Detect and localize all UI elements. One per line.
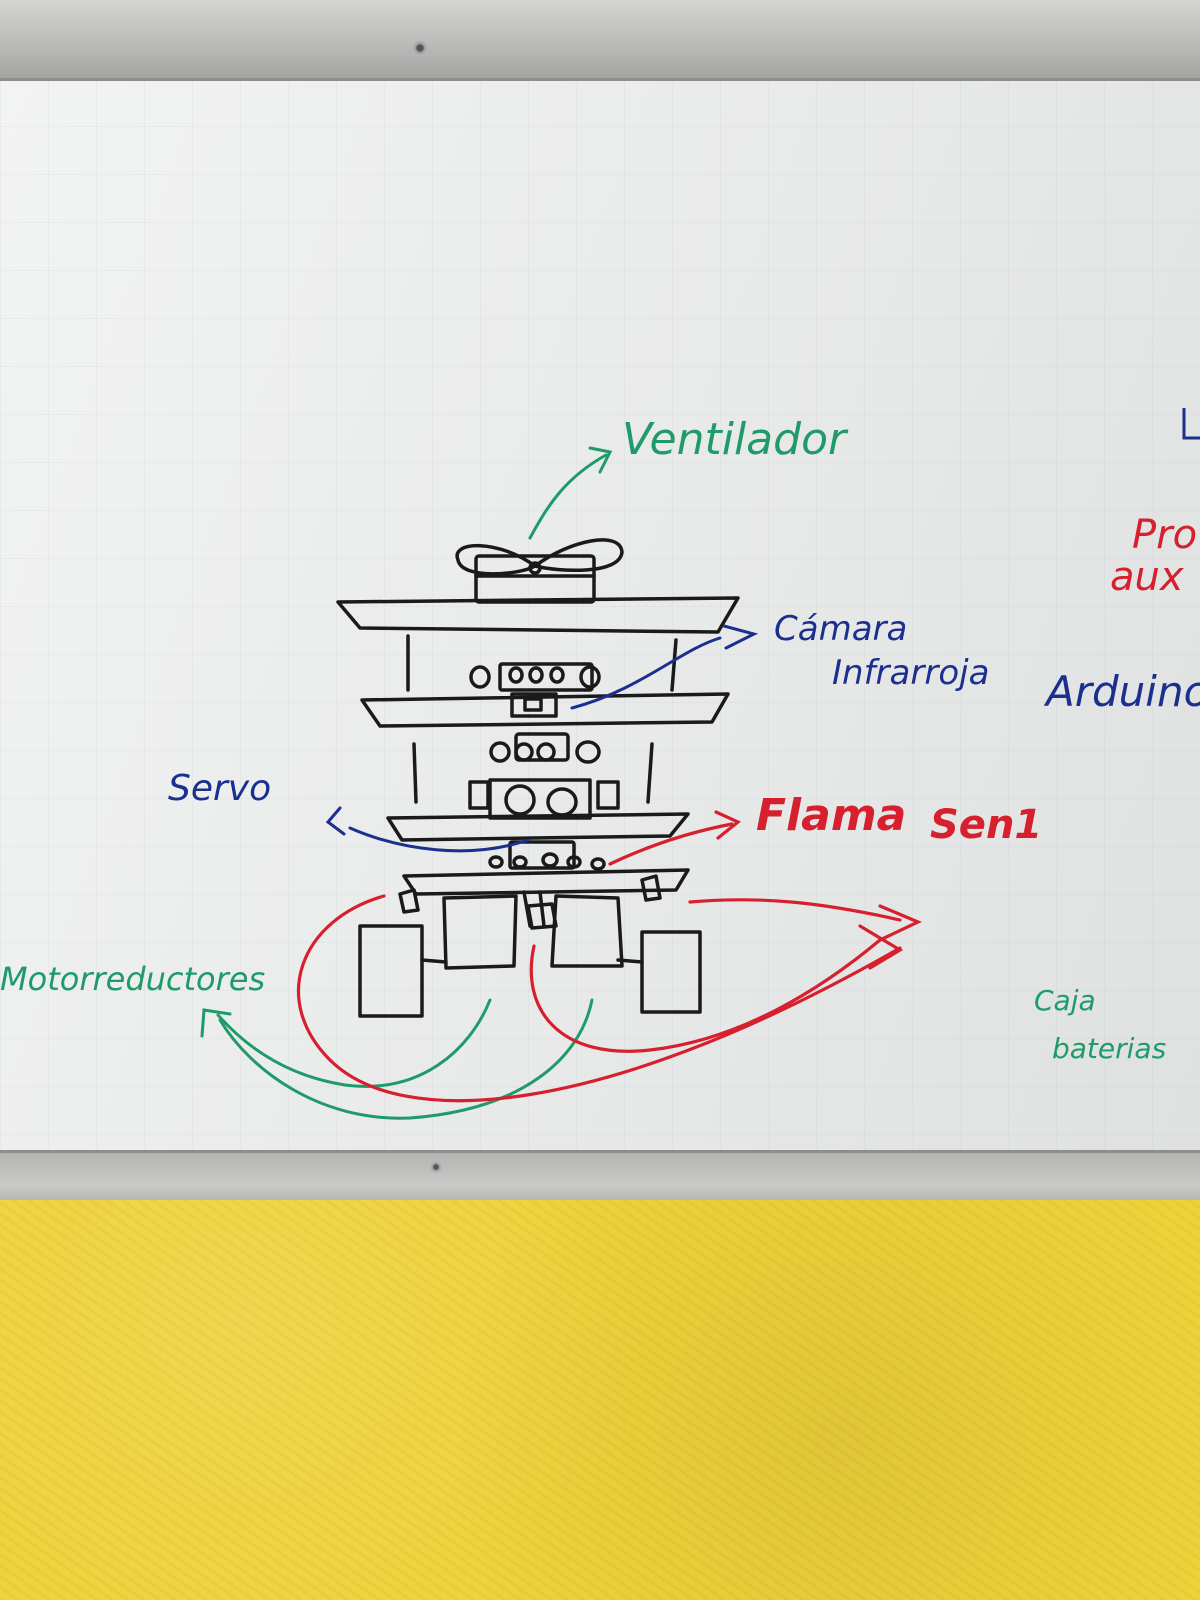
robot-drawing xyxy=(336,538,740,1018)
edge-mark xyxy=(1182,408,1200,440)
whiteboard xyxy=(0,78,1200,1150)
wheel-right xyxy=(640,930,702,1014)
arrow-to-infrarojos-2 xyxy=(296,894,902,1103)
label-infrarroja: Infrarroja xyxy=(832,653,989,693)
label-baterias: baterias xyxy=(1052,1032,1166,1065)
top-plate xyxy=(336,596,740,634)
label-aux: aux xyxy=(1110,554,1184,600)
label-motorreductores: Motorreductores xyxy=(0,960,265,998)
label-caja: Caja xyxy=(1034,984,1096,1017)
whiteboard-frame-top xyxy=(0,0,1200,81)
camera-board-sketch xyxy=(469,662,601,718)
yellow-wall xyxy=(0,1200,1200,1600)
labels: Ventilador Cámara Infrarroja Arduino Ser… xyxy=(0,414,1200,1065)
fan-sketch xyxy=(455,538,624,604)
second-plate xyxy=(360,692,730,728)
red-arrows xyxy=(296,810,922,1103)
label-arduino: Arduino xyxy=(1043,667,1200,716)
label-flama: Flama xyxy=(756,790,906,841)
frame-screw xyxy=(412,40,428,56)
label-sensor: Sen1 xyxy=(930,802,1042,848)
label-ventilador: Ventilador xyxy=(622,414,849,465)
label-servo: Servo xyxy=(168,768,271,809)
frame-screw xyxy=(430,1161,442,1173)
arrow-to-servo xyxy=(348,826,530,853)
label-camara: Cámara xyxy=(774,609,907,649)
green-arrows xyxy=(200,446,613,1120)
third-plate xyxy=(386,812,690,842)
arrow-to-infrarojos-3 xyxy=(529,938,882,1053)
arrow-to-ventilador xyxy=(528,453,608,540)
label-pro: Pro xyxy=(1132,512,1197,558)
arrow-to-infrarojos-1 xyxy=(688,898,902,922)
wheel-left xyxy=(358,924,424,1018)
arrow-to-flama xyxy=(608,822,734,866)
blue-arrows xyxy=(325,624,759,853)
arrow-motor-2 xyxy=(218,998,594,1120)
bottom-plate xyxy=(402,868,690,896)
arrow-motor-1 xyxy=(216,998,492,1088)
arrow-to-camara xyxy=(570,636,722,710)
